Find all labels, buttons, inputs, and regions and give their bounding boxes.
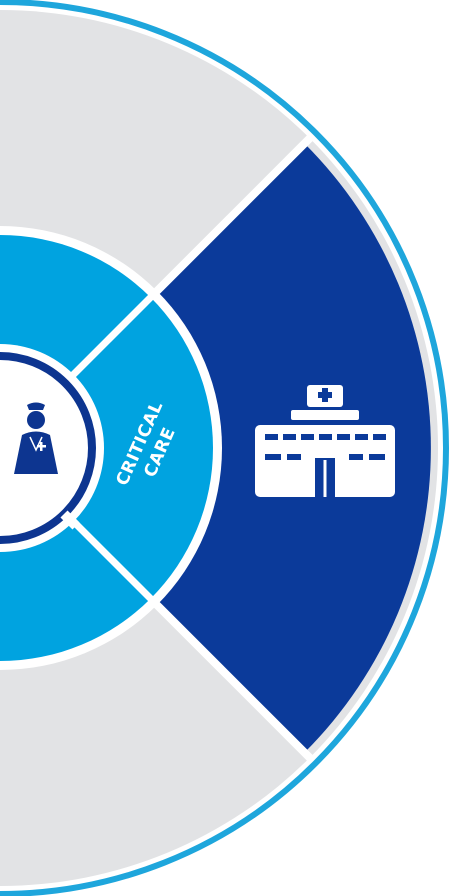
inner-ring [0,235,213,661]
center-ring [0,352,96,544]
hospital-icon [255,385,395,497]
center-ring-notch [60,510,80,530]
nurse-icon [14,402,58,474]
